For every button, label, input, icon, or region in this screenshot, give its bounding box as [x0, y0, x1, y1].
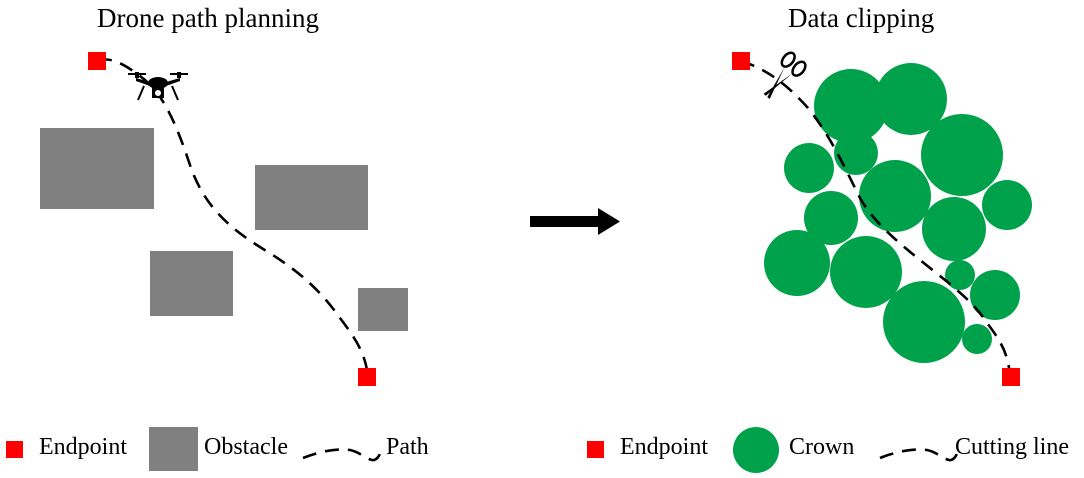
cutting-line	[740, 59, 1012, 377]
crown	[883, 281, 965, 363]
right-panel	[732, 51, 1032, 386]
legend-obstacle-label: Obstacle	[204, 434, 288, 460]
obstacle-1	[40, 128, 154, 209]
left-legend	[6, 427, 383, 471]
legend-endpoint-swatch	[6, 441, 23, 458]
left-panel-title: Drone path planning	[97, 3, 319, 33]
crown	[859, 160, 931, 232]
endpoint-end	[1002, 368, 1020, 386]
legend-path-label: Path	[386, 434, 429, 460]
drone-path	[97, 58, 370, 377]
right-legend	[587, 427, 960, 473]
crown	[875, 63, 947, 135]
endpoint-start	[88, 52, 106, 70]
crown	[962, 324, 992, 354]
crown	[922, 197, 986, 261]
crown	[830, 236, 902, 308]
crown	[921, 114, 1003, 196]
crown	[970, 270, 1020, 320]
legend-path-swatch	[302, 448, 383, 462]
crowns	[764, 63, 1032, 363]
crown	[814, 69, 888, 143]
left-panel	[40, 52, 408, 386]
right-panel-title: Data clipping	[788, 3, 935, 33]
legend-crown-swatch	[733, 427, 779, 473]
obstacle-3	[150, 251, 233, 316]
legend-crown-label: Crown	[789, 434, 855, 460]
crown	[945, 260, 975, 290]
crown	[982, 180, 1032, 230]
crown	[804, 191, 858, 245]
obstacle-2	[255, 165, 368, 230]
arrow-right-icon	[530, 208, 620, 235]
legend-cutting-line-label: Cutting line	[955, 434, 1069, 460]
endpoint-start	[732, 52, 750, 70]
obstacle-4	[358, 288, 408, 331]
crown	[834, 131, 878, 175]
scissors-icon	[763, 51, 807, 99]
legend-endpoint-label: Endpoint	[620, 434, 708, 460]
crown	[784, 143, 834, 193]
legend-endpoint-label: Endpoint	[39, 434, 127, 460]
legend-obstacle-swatch	[149, 427, 198, 471]
endpoint-end	[358, 368, 376, 386]
drone-icon	[128, 72, 188, 101]
legend-cutting-line-swatch	[879, 448, 960, 462]
crown	[764, 230, 830, 296]
legend-endpoint-swatch	[587, 441, 604, 458]
